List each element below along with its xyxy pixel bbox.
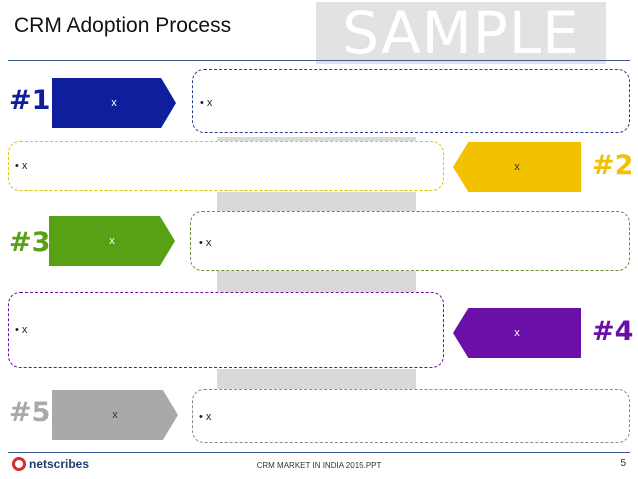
step-2-box: • x bbox=[8, 141, 444, 191]
logo-icon bbox=[12, 457, 26, 471]
page-number: 5 bbox=[620, 458, 626, 469]
step-5-arrow: x bbox=[52, 390, 178, 440]
step-5-number: #5 bbox=[9, 397, 51, 428]
footer-divider bbox=[8, 452, 630, 453]
step-5-box: • x bbox=[192, 389, 630, 443]
step-1-bullet: • x bbox=[200, 97, 213, 109]
step-1-number: #1 bbox=[9, 85, 51, 116]
step-2-bullet: • x bbox=[15, 160, 28, 172]
connector-2-3 bbox=[217, 192, 416, 212]
page-title: CRM Adoption Process bbox=[14, 14, 232, 37]
step-3-bullet: • x bbox=[199, 237, 212, 249]
step-4-arrow: x bbox=[453, 308, 581, 358]
step-3-arrow: x bbox=[49, 216, 175, 266]
step-2-arrow-label: x bbox=[514, 161, 520, 173]
logo-text: netscribes bbox=[29, 457, 90, 471]
step-3-arrow-label: x bbox=[109, 235, 115, 247]
title-divider bbox=[8, 60, 630, 61]
step-1-arrow-label: x bbox=[111, 97, 117, 109]
sample-watermark: SAMPLE bbox=[316, 2, 606, 64]
step-5-arrow-label: x bbox=[112, 409, 118, 421]
step-3-box: • x bbox=[190, 211, 630, 271]
step-4-box: • x bbox=[8, 292, 444, 368]
step-1-arrow: x bbox=[52, 78, 176, 128]
step-4-bullet: • x bbox=[15, 324, 28, 336]
step-3-number: #3 bbox=[9, 227, 51, 258]
step-1-box: • x bbox=[192, 69, 630, 133]
connector-3-4 bbox=[217, 271, 416, 293]
connector-4-5 bbox=[217, 369, 416, 389]
company-logo: netscribes bbox=[12, 456, 89, 472]
step-2-arrow: x bbox=[453, 142, 581, 192]
footer-document-name: CRM MARKET IN INDIA 2015.PPT bbox=[256, 461, 382, 470]
step-5-bullet: • x bbox=[199, 411, 212, 423]
step-2-number: #2 bbox=[592, 150, 634, 181]
step-4-arrow-label: x bbox=[514, 327, 520, 339]
step-4-number: #4 bbox=[592, 316, 634, 347]
